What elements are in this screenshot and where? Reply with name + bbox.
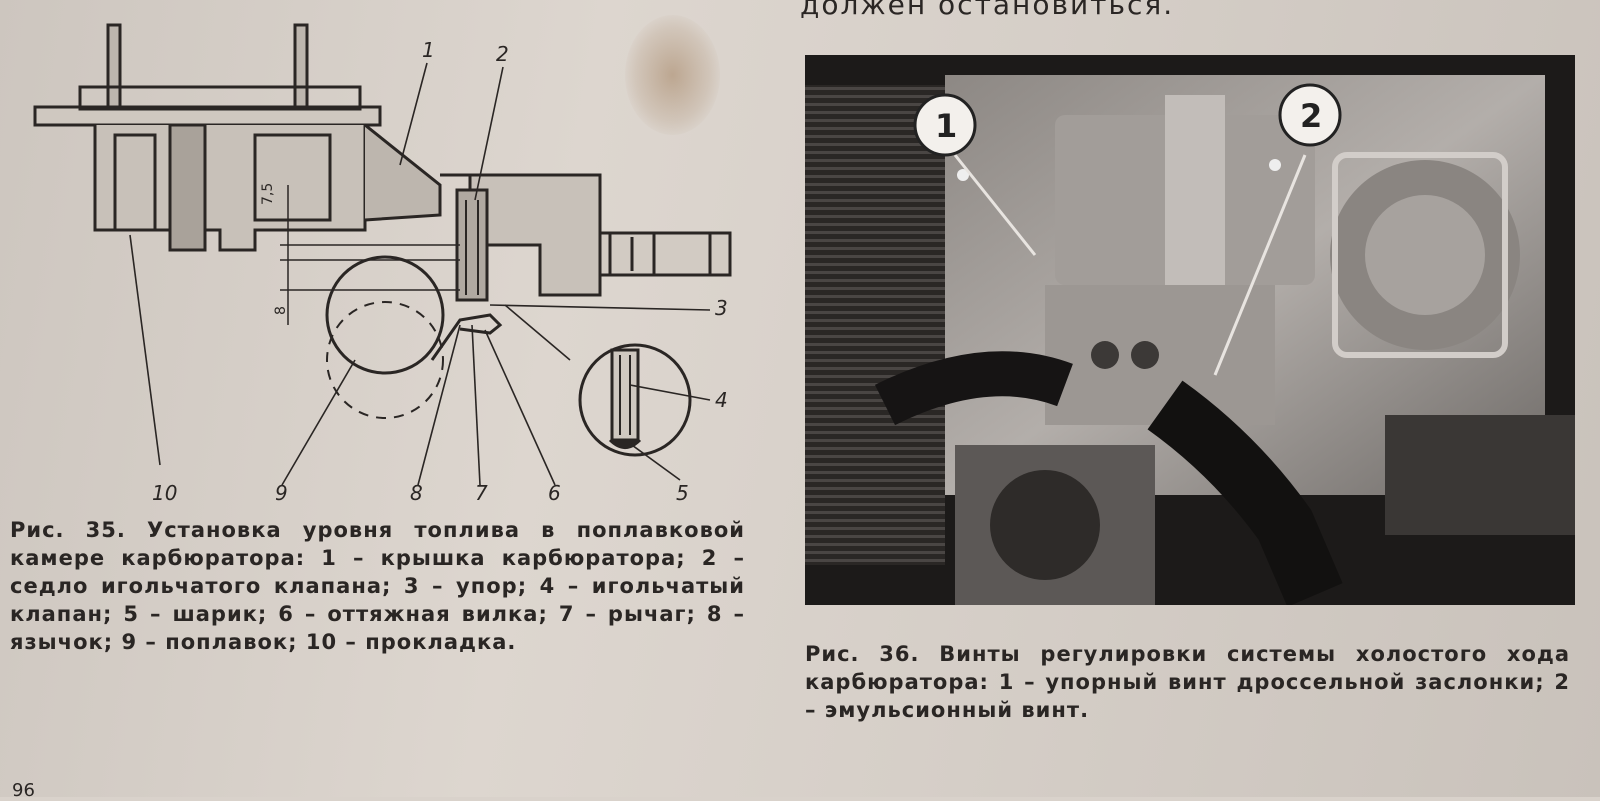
callout-7: 7 bbox=[475, 481, 488, 505]
callout-9: 9 bbox=[275, 481, 288, 505]
figure-35-caption: Рис. 35. Установка уровня топлива в попл… bbox=[10, 518, 745, 654]
callout-6: 6 bbox=[548, 481, 561, 505]
dimension-label-8: 8 bbox=[273, 306, 289, 315]
figure-36-caption: Рис. 36. Винты регулировки системы холос… bbox=[805, 642, 1570, 722]
dimension-label-7-5: 7,5 bbox=[260, 183, 276, 205]
callout-3: 3 bbox=[715, 296, 728, 320]
photo-callout-1-badge bbox=[913, 93, 977, 157]
photo-callout-1: 1 bbox=[935, 107, 957, 145]
carburetor-photo: 1 2 bbox=[805, 55, 1575, 605]
photo-callout-2-badge bbox=[1278, 83, 1342, 147]
callout-10: 10 bbox=[152, 481, 177, 505]
callout-8: 8 bbox=[410, 481, 423, 505]
paper-stain bbox=[625, 15, 720, 135]
callout-5: 5 bbox=[676, 481, 689, 505]
callout-4: 4 bbox=[715, 388, 728, 412]
photo-callout-2: 2 bbox=[1300, 97, 1322, 135]
previous-text-line: должен остановиться. bbox=[800, 0, 1175, 21]
page-number: 96 bbox=[12, 780, 35, 801]
carburetor-float-diagram: 7,5 8 1 2 3 4 5 6 7 8 9 10 bbox=[33, 23, 732, 505]
callout-1: 1 bbox=[422, 38, 435, 62]
callout-2: 2 bbox=[496, 42, 509, 66]
